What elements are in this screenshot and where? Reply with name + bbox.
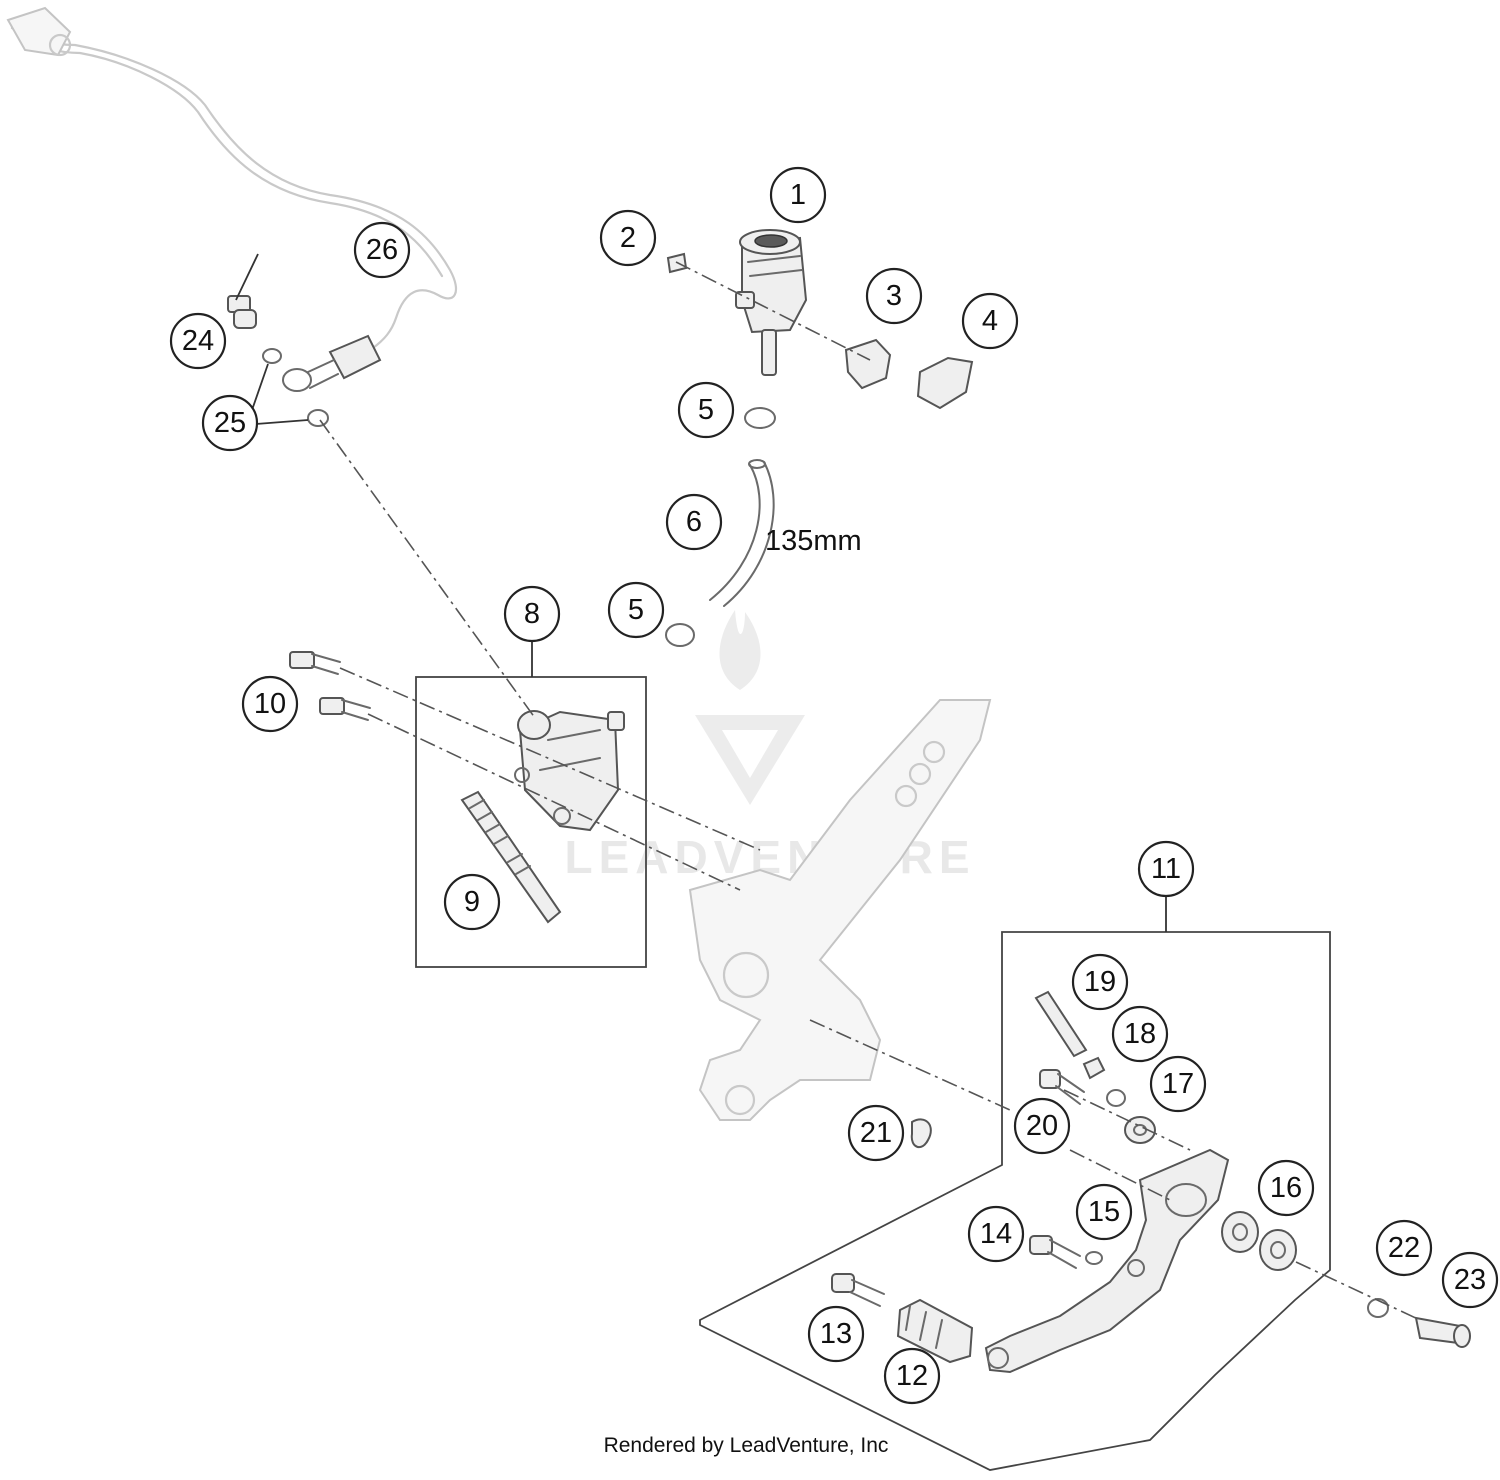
reservoir-clamp xyxy=(916,356,974,410)
svg-text:16: 16 xyxy=(1270,1172,1302,1204)
sealing-washer-lower xyxy=(307,409,329,427)
svg-text:19: 19 xyxy=(1084,966,1116,998)
master-cylinder-bolts xyxy=(289,651,371,721)
banjo-bolt xyxy=(227,295,257,329)
adjusting-screw xyxy=(1039,1069,1085,1105)
hose-length-label: 135mm xyxy=(765,525,862,557)
sealing-washer-upper xyxy=(262,348,282,364)
callout-14: 14 xyxy=(967,1205,1025,1263)
svg-text:12: 12 xyxy=(896,1360,928,1392)
callout-4: 4 xyxy=(961,292,1019,350)
spacer-bushing xyxy=(1124,1116,1156,1144)
callout-23: 23 xyxy=(1441,1251,1499,1309)
svg-text:18: 18 xyxy=(1124,1018,1156,1050)
callout-3: 3 xyxy=(865,267,923,325)
svg-text:11: 11 xyxy=(1151,853,1181,885)
callout-1: 1 xyxy=(769,166,827,224)
svg-text:26: 26 xyxy=(366,234,398,266)
group-frame-master-cylinder xyxy=(415,676,647,968)
svg-text:5: 5 xyxy=(698,394,714,426)
hose-clamp-lower xyxy=(665,623,695,647)
group-frame-brake-lever xyxy=(699,931,1331,1471)
callout-18: 18 xyxy=(1111,1005,1169,1063)
callout-16: 16 xyxy=(1257,1159,1315,1217)
svg-text:23: 23 xyxy=(1454,1264,1486,1296)
lever-screw xyxy=(1029,1235,1103,1269)
brake-hose xyxy=(6,6,458,392)
callout-25: 25 xyxy=(201,394,259,452)
washer xyxy=(1106,1089,1126,1107)
svg-text:20: 20 xyxy=(1026,1110,1058,1142)
svg-text:4: 4 xyxy=(982,305,998,337)
pin xyxy=(1034,990,1088,1058)
brake-fluid-hose xyxy=(709,459,775,607)
svg-text:2: 2 xyxy=(620,222,636,254)
svg-text:17: 17 xyxy=(1162,1068,1194,1100)
callout-20: 20 xyxy=(1013,1097,1071,1155)
return-spring xyxy=(910,1118,932,1149)
callout-leaders xyxy=(235,253,1167,932)
callout-12: 12 xyxy=(883,1347,941,1405)
svg-text:10: 10 xyxy=(254,688,286,720)
svg-text:22: 22 xyxy=(1388,1232,1420,1264)
svg-text:21: 21 xyxy=(860,1117,892,1149)
svg-text:1: 1 xyxy=(790,179,806,211)
callout-13: 13 xyxy=(807,1305,865,1363)
brake-pedal-step xyxy=(896,1298,974,1364)
reservoir-cover-bracket xyxy=(844,338,892,390)
callout-5-upper: 5 xyxy=(677,381,735,439)
svg-text:3: 3 xyxy=(886,280,902,312)
svg-text:8: 8 xyxy=(524,598,540,630)
svg-text:13: 13 xyxy=(820,1318,852,1350)
callout-11: 11 xyxy=(1137,840,1195,898)
svg-text:9: 9 xyxy=(464,886,480,918)
brake-lever xyxy=(984,1148,1230,1374)
callout-19: 19 xyxy=(1071,953,1129,1011)
callout-2: 2 xyxy=(599,209,657,267)
svg-text:6: 6 xyxy=(686,506,702,538)
assembly-lines xyxy=(319,261,1421,1321)
callout-10: 10 xyxy=(241,675,299,733)
footrest-screw xyxy=(831,1273,885,1307)
brake-master-cylinder xyxy=(514,710,625,832)
pivot-bolt xyxy=(1414,1316,1471,1348)
svg-text:14: 14 xyxy=(980,1218,1012,1250)
callout-9: 9 xyxy=(443,873,501,931)
svg-text:5: 5 xyxy=(628,594,644,626)
render-credit: Rendered by LeadVenture, Inc xyxy=(604,1434,889,1457)
callout-17: 17 xyxy=(1149,1055,1207,1113)
svg-text:24: 24 xyxy=(182,325,214,357)
callout-15: 15 xyxy=(1075,1183,1133,1241)
callout-24: 24 xyxy=(169,312,227,370)
brake-fluid-reservoir xyxy=(735,229,808,376)
callout-5-lower: 5 xyxy=(607,581,665,639)
svg-text:15: 15 xyxy=(1088,1196,1120,1228)
piston-rod-kit xyxy=(460,790,562,924)
callout-6: 6 xyxy=(665,493,723,551)
footrest-bracket xyxy=(688,699,992,1121)
callout-8: 8 xyxy=(503,585,561,643)
callout-21: 21 xyxy=(847,1104,905,1162)
callout-22: 22 xyxy=(1375,1219,1433,1277)
bushings xyxy=(1221,1211,1297,1271)
hose-clamp-upper xyxy=(744,407,776,429)
svg-text:25: 25 xyxy=(214,407,246,439)
callout-26: 26 xyxy=(353,221,411,279)
circlip xyxy=(1367,1298,1389,1318)
nut xyxy=(1082,1056,1106,1080)
